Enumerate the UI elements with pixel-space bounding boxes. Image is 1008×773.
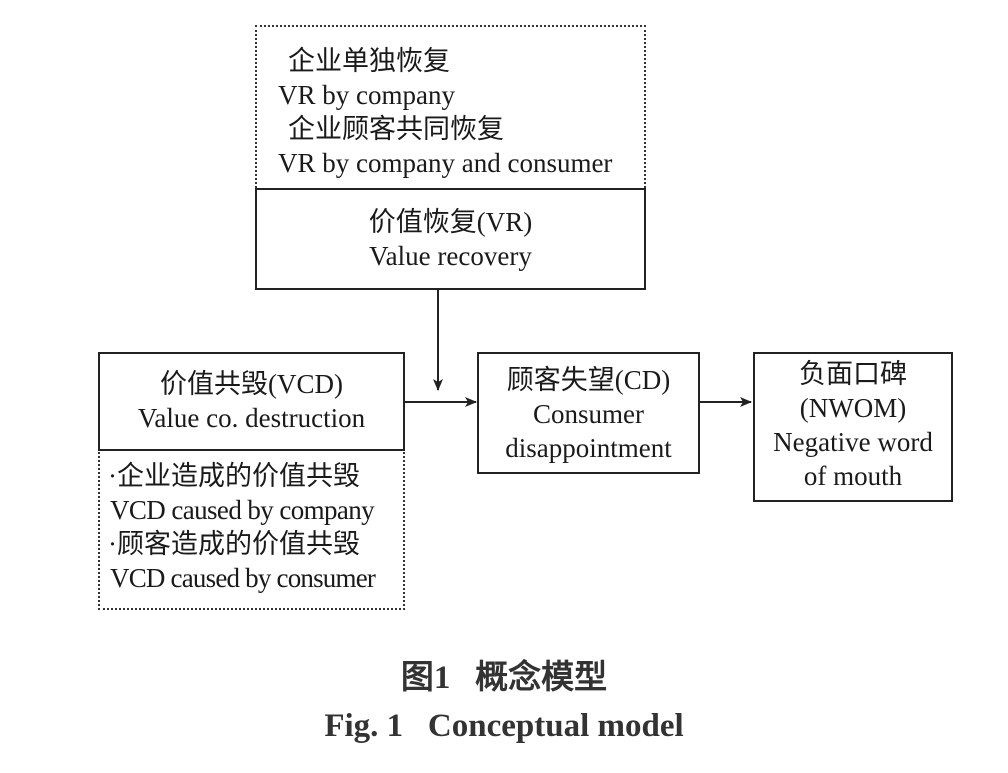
vcd-cause-line-3: ·顾客造成的价值共毁: [108, 529, 360, 559]
vr-method-line-4: VR by company and consumer: [278, 148, 613, 178]
negative-wom-box: [753, 352, 953, 502]
nwom-line-1: 负面口碑: [799, 359, 907, 389]
vcd-title-cn: 价值共毁(VCD): [160, 369, 343, 399]
figure-caption-en: Fig. 1 Conceptual model: [324, 708, 684, 744]
vcd-cause-line-4: VCD caused by consumer: [110, 563, 376, 593]
vcd-cause-line-2: VCD caused by company: [110, 495, 375, 525]
cd-line-3: disappointment: [505, 433, 672, 463]
cd-line-2: Consumer: [533, 399, 644, 429]
figure-caption-cn: 图1 概念模型: [400, 660, 608, 696]
cd-line-1: 顾客失望(CD): [506, 365, 671, 395]
value-co-destruction-box: [98, 352, 405, 451]
vcd-causes-box: [98, 440, 405, 610]
vcd-cause-line-1: ·企业造成的价值共毁: [108, 461, 360, 491]
vr-method-line-2: VR by company: [278, 80, 455, 110]
value-recovery-title-cn: 价值恢复(VR): [368, 207, 533, 237]
vcd-title-en: Value co. destruction: [137, 403, 366, 433]
consumer-disappointment-box: [477, 352, 700, 474]
nwom-line-4: of mouth: [803, 461, 903, 491]
nwom-line-2: (NWOM): [799, 393, 907, 423]
vr-method-line-3: 企业顾客共同恢复: [288, 114, 504, 144]
nwom-line-3: Negative word: [773, 427, 933, 457]
value-recovery-box: [255, 188, 646, 290]
value-recovery-title-en: Value recovery: [369, 241, 532, 271]
vr-method-line-1: 企业单独恢复: [288, 46, 450, 76]
